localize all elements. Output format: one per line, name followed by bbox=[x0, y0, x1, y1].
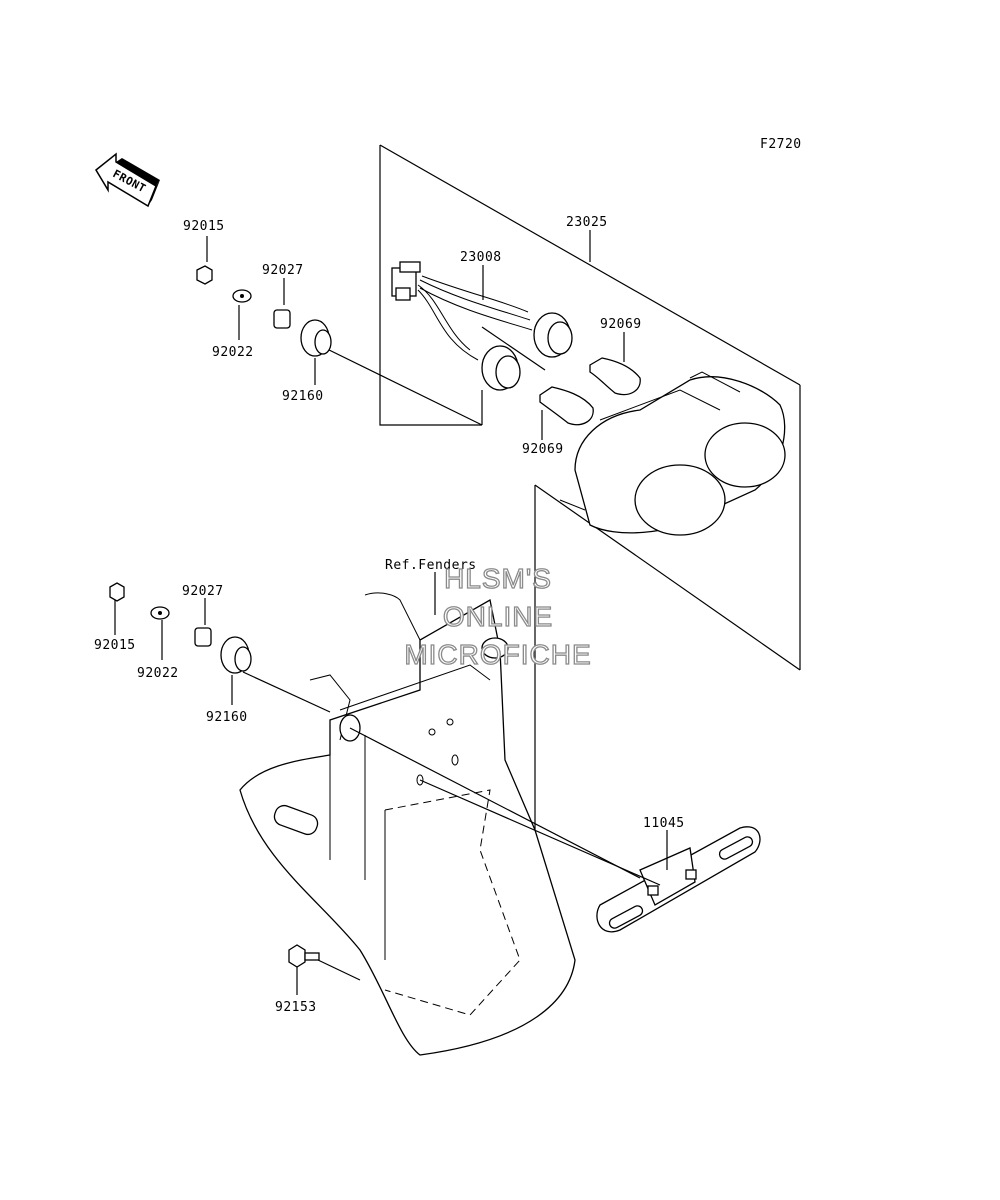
part-label-92069-b[interactable]: 92069 bbox=[522, 442, 564, 457]
part-label-11045[interactable]: 11045 bbox=[643, 816, 685, 831]
grommet-92160-top bbox=[300, 319, 332, 357]
bulb-upper bbox=[589, 357, 641, 396]
fender-bracket bbox=[239, 592, 576, 1056]
washer-92022-mid bbox=[150, 606, 170, 620]
nut-92015-top bbox=[196, 265, 213, 285]
wiring-harness bbox=[391, 261, 573, 391]
part-label-92022-mid[interactable]: 92022 bbox=[137, 666, 179, 681]
front-arrow-icon: FRONT bbox=[95, 152, 160, 208]
tail-light-housing bbox=[559, 371, 786, 536]
part-label-92069-a[interactable]: 92069 bbox=[600, 317, 642, 332]
tail-light-group-box bbox=[379, 144, 801, 830]
part-label-23025[interactable]: 23025 bbox=[566, 215, 608, 230]
part-label-92160-top[interactable]: 92160 bbox=[282, 389, 324, 404]
collar-92027-mid bbox=[194, 627, 212, 647]
bolt-92153 bbox=[288, 944, 320, 968]
license-bracket bbox=[596, 826, 761, 933]
part-label-92015-top[interactable]: 92015 bbox=[183, 219, 225, 234]
part-label-23008[interactable]: 23008 bbox=[460, 250, 502, 265]
watermark-line-2: ONLINE bbox=[443, 601, 553, 632]
part-label-92022-top[interactable]: 92022 bbox=[212, 345, 254, 360]
part-label-92160-mid[interactable]: 92160 bbox=[206, 710, 248, 725]
watermark-line-1: HLSM'S bbox=[444, 563, 552, 594]
watermark: HLSM'S ONLINE MICROFICHE bbox=[404, 562, 592, 670]
collar-92027-top bbox=[273, 309, 291, 329]
part-label-92015-mid[interactable]: 92015 bbox=[94, 638, 136, 653]
part-label-92027-top[interactable]: 92027 bbox=[262, 263, 304, 278]
grommet-92160-mid bbox=[220, 636, 252, 674]
diagram-code: F2720 bbox=[760, 137, 802, 152]
nut-92015-mid bbox=[109, 582, 125, 602]
washer-92022-top bbox=[232, 289, 252, 303]
ref-fenders-label[interactable]: Ref.Fenders bbox=[385, 558, 477, 573]
bulb-lower bbox=[539, 386, 594, 426]
part-label-92027-mid[interactable]: 92027 bbox=[182, 584, 224, 599]
part-label-92153[interactable]: 92153 bbox=[275, 1000, 317, 1015]
watermark-line-3: MICROFICHE bbox=[404, 639, 591, 670]
